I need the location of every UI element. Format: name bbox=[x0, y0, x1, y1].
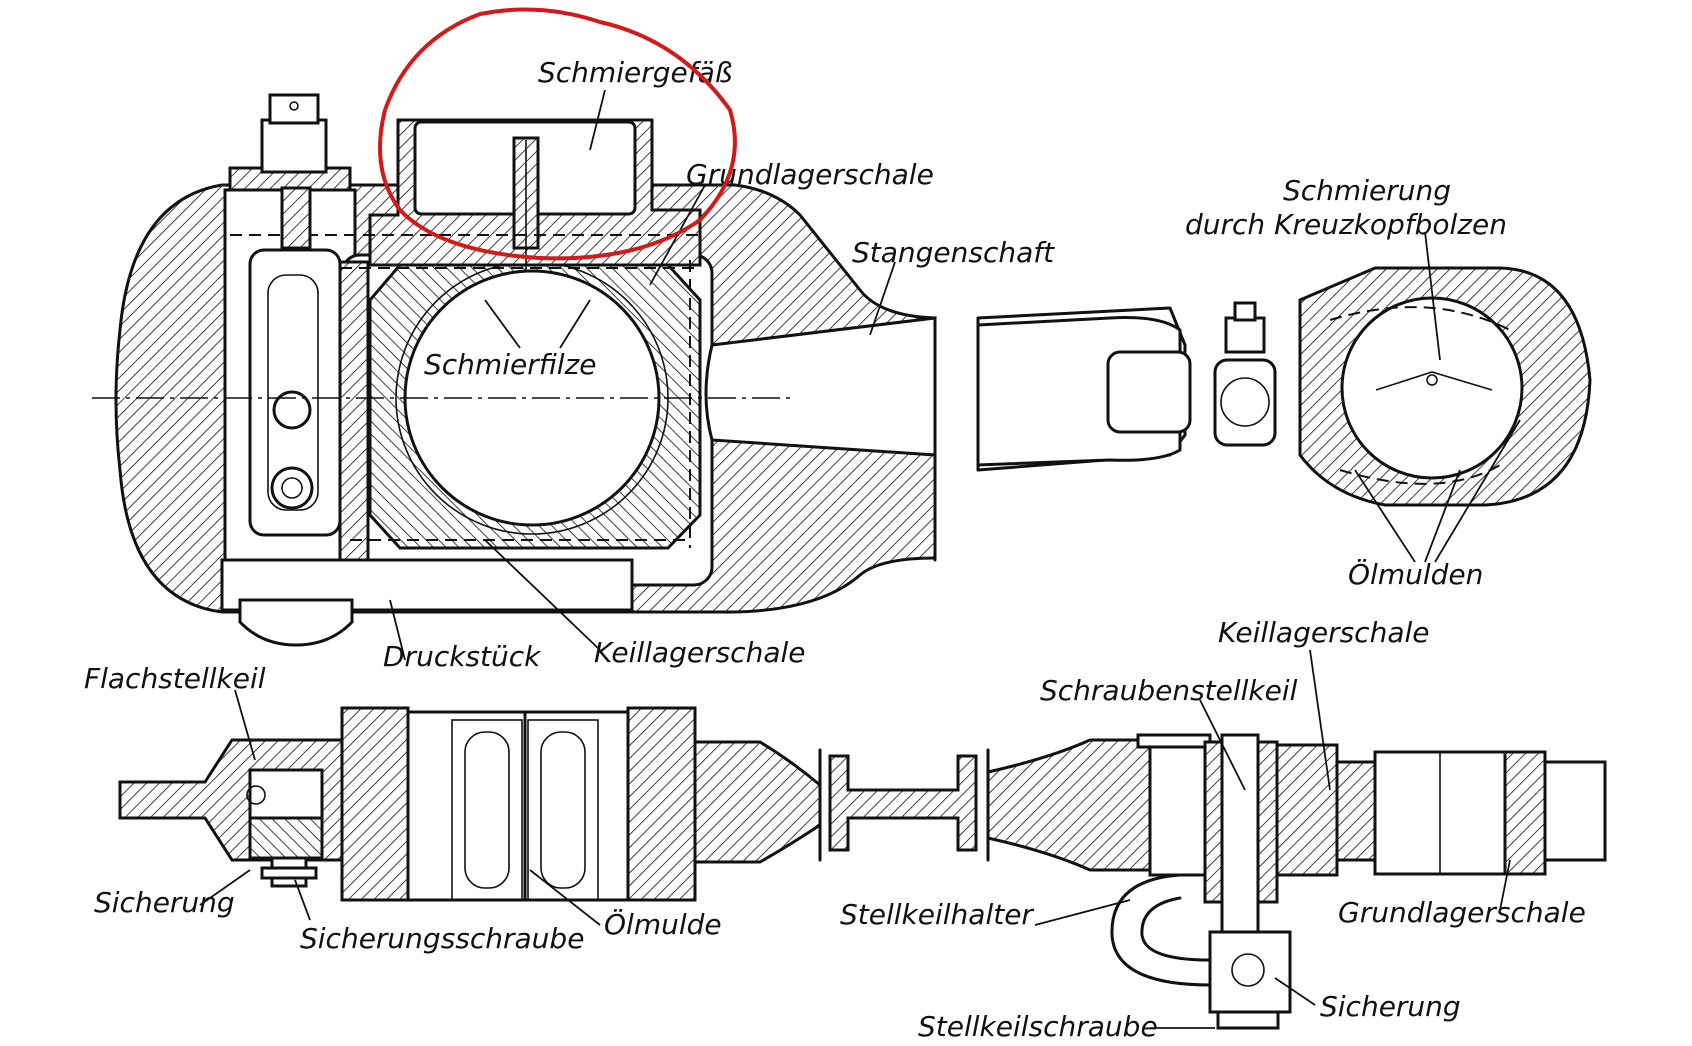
label-stellkeilschraube: Stellkeilschraube bbox=[918, 1010, 1158, 1041]
label-schmierung: Schmierung bbox=[1283, 174, 1451, 207]
bottom-right-view bbox=[986, 733, 1607, 1030]
label-keillagerschale-right: Keillagerschale bbox=[1218, 616, 1430, 649]
label-schmiergefaess: Schmiergefäß bbox=[538, 56, 732, 89]
label-schraubenstellkeil: Schraubenstellkeil bbox=[1040, 674, 1298, 707]
label-sicherung-right: Sicherung bbox=[1320, 990, 1461, 1023]
big-end-view bbox=[92, 93, 937, 647]
label-druckstueck: Druckstück bbox=[383, 640, 542, 673]
annotation-circle bbox=[378, 7, 737, 261]
label-oelmulde: Ölmulde bbox=[604, 907, 722, 941]
small-end-view bbox=[933, 266, 1592, 562]
label-grundlagerschale-bottom: Grundlagerschale bbox=[1338, 896, 1586, 929]
label-stangenschaft: Stangenschaft bbox=[852, 236, 1055, 269]
label-sicherung-left: Sicherung bbox=[94, 886, 235, 919]
label-schmierung-bolzen: durch Kreuzkopfbolzen bbox=[1185, 208, 1507, 241]
label-flachstellkeil: Flachstellkeil bbox=[84, 662, 266, 695]
bottom-left-view bbox=[118, 706, 990, 902]
label-sicherungsschraube: Sicherungsschraube bbox=[300, 922, 584, 955]
label-schmierfilze: Schmierfilze bbox=[424, 348, 597, 381]
label-keillagerschale: Keillagerschale bbox=[594, 636, 806, 669]
label-stellkeilhalter: Stellkeilhalter bbox=[840, 898, 1034, 931]
label-oelmulden: Ölmulden bbox=[1348, 557, 1483, 591]
